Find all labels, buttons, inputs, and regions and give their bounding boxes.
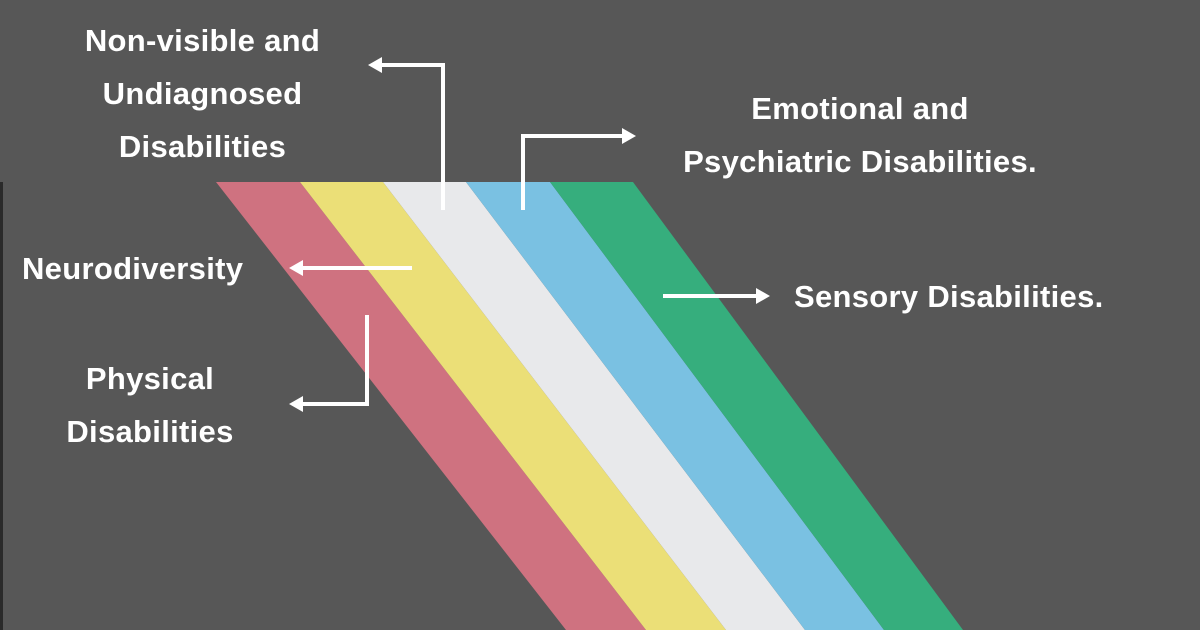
arrowhead-sensory-icon [756, 288, 770, 304]
stripe-yellow-neurodiversity [300, 182, 726, 630]
label-line: Disabilities [66, 414, 234, 449]
arrow-nonvisible [380, 63, 445, 210]
label-line: Undiagnosed [102, 76, 303, 111]
label-line: Physical [85, 361, 215, 396]
label-line: Emotional and [751, 91, 969, 126]
arrow-emotional [521, 134, 622, 210]
label-physical-disabilities: Physical Disabilities [40, 352, 260, 458]
arrow-physical [302, 315, 369, 406]
label-neurodiversity: Neurodiversity [22, 251, 244, 286]
stripe-green-sensory [550, 182, 963, 630]
label-line: Psychiatric Disabilities. [683, 144, 1037, 179]
stripe-blue-emotional [466, 182, 884, 630]
arrowhead-physical-icon [289, 396, 303, 412]
label-line: Disabilities [118, 129, 287, 164]
stripe-red-physical [216, 182, 646, 630]
stripe-white-nonvisible [383, 182, 805, 630]
arrowhead-emotional-icon [622, 128, 636, 144]
arrowhead-neurodiversity-icon [289, 260, 303, 276]
left-edge-line [0, 182, 3, 630]
label-emotional-psychiatric: Emotional and Psychiatric Disabilities. [650, 82, 1070, 188]
arrowhead-nonvisible-icon [368, 57, 382, 73]
label-non-visible-disabilities: Non-visible and Undiagnosed Disabilities [60, 14, 345, 173]
label-sensory-disabilities: Sensory Disabilities. [794, 279, 1104, 314]
label-line: Non-visible and [84, 23, 321, 58]
